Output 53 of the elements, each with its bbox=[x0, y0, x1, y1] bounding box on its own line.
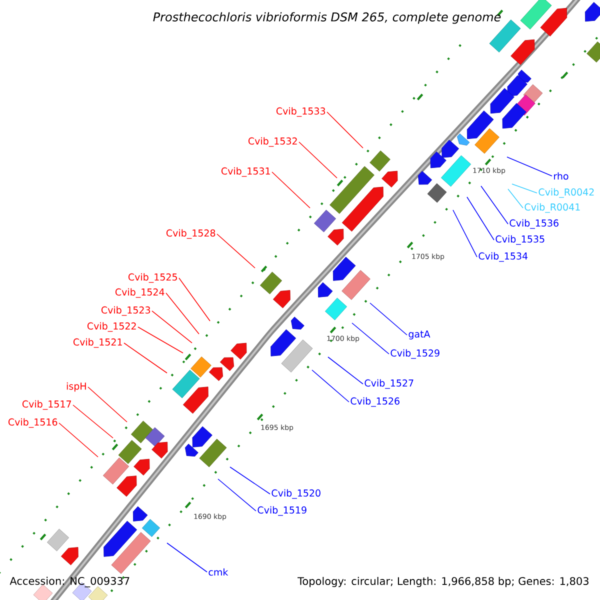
gene-label: Cvib_1535 bbox=[496, 235, 544, 245]
gene-label: Cvib_1523 bbox=[101, 306, 150, 316]
leader-line bbox=[352, 322, 390, 354]
leader-line bbox=[370, 302, 408, 336]
gene-label: gatA bbox=[408, 330, 430, 340]
gene-label: Cvib_1532 bbox=[248, 137, 297, 147]
gene-label: Cvib_1534 bbox=[478, 252, 528, 262]
leader-line bbox=[326, 112, 364, 148]
leader-line bbox=[58, 422, 98, 458]
leader-line bbox=[298, 142, 338, 178]
gene-label: Cvib_1517 bbox=[22, 400, 71, 410]
leader-line bbox=[230, 466, 270, 494]
gene-label: ispH bbox=[66, 382, 86, 392]
leader-line bbox=[88, 386, 128, 422]
gene-label: Cvib_1516 bbox=[8, 418, 58, 428]
gene-label: Cvib_1536 bbox=[510, 219, 558, 229]
title: Prosthecochloris vibrioformis DSM 265, complete genome bbox=[153, 12, 501, 24]
leader-line bbox=[216, 234, 256, 268]
leader-line bbox=[152, 310, 192, 344]
gene-label: Cvib_1531 bbox=[221, 167, 270, 177]
leader-line bbox=[166, 542, 208, 572]
leader-line bbox=[72, 404, 114, 438]
gene-label: cmk bbox=[208, 568, 228, 576]
gene-label: Cvib_1519 bbox=[258, 506, 306, 516]
leader-line bbox=[508, 188, 524, 208]
gene-label: Cvib_1526 bbox=[350, 397, 400, 407]
gene-label: Cvib_1521 bbox=[73, 338, 122, 348]
gene-label: Cvib_R0042 bbox=[538, 188, 594, 198]
gene-label: Cvib_1520 bbox=[272, 489, 320, 499]
gene-label: Cvib_1529 bbox=[390, 349, 440, 359]
gene-label: Cvib_1527 bbox=[364, 379, 414, 389]
leader-line bbox=[506, 156, 552, 176]
leader-line bbox=[512, 184, 538, 194]
gene-label: Cvib_R0041 bbox=[524, 203, 580, 213]
gene-label: Cvib_1533 bbox=[276, 107, 326, 117]
leader-line bbox=[218, 478, 256, 512]
leader-line bbox=[480, 186, 508, 224]
leader-line bbox=[466, 196, 494, 240]
leader-line bbox=[272, 172, 310, 208]
leader-line bbox=[312, 370, 350, 402]
leader-line bbox=[178, 278, 210, 322]
gene-label: rho bbox=[554, 172, 568, 180]
genome-summary: Topology: circular; Length: 1,966,858 bp; Genes: 1,803 bbox=[298, 576, 588, 588]
leader-line bbox=[124, 342, 168, 374]
accession-label: Accession: NC_009337 bbox=[10, 576, 130, 588]
gene-label: Cvib_1528 bbox=[166, 229, 216, 239]
gene-label: Cvib_1525 bbox=[128, 273, 177, 283]
gene-label: Cvib_1524 bbox=[115, 288, 164, 298]
gene-label: Cvib_1522 bbox=[87, 322, 136, 332]
leader-line bbox=[166, 292, 200, 334]
leader-line bbox=[452, 210, 478, 258]
leader-line bbox=[328, 356, 364, 384]
leader-line bbox=[138, 326, 184, 354]
